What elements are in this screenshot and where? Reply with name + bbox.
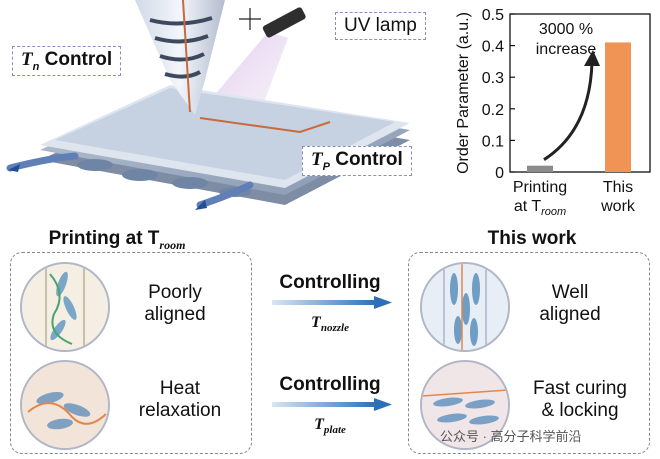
controlling-label-nozzle: Controlling xyxy=(279,272,381,293)
well-aligned-microstructure xyxy=(420,262,510,352)
y-tick-label: 0.1 xyxy=(482,133,504,150)
bar-printing-troom xyxy=(527,165,553,172)
increase-annotation: increase xyxy=(536,41,597,58)
y-tick-label: 0.2 xyxy=(482,102,504,119)
chart-frame xyxy=(509,13,651,173)
increase-arrow xyxy=(543,61,594,161)
fast-curing-text: Fast curing& locking xyxy=(533,378,627,421)
poorly-aligned-microstructure xyxy=(20,262,110,352)
order-parameter-bar-chart: 0 0.1 0.2 0.3 0.4 0.5 Order Parameter (a.u.) Pr… xyxy=(455,7,651,218)
left-panel xyxy=(10,252,252,454)
left-panel-title: Printing at Troom xyxy=(48,228,186,252)
plate-temperature-control-label: TP Control xyxy=(302,146,412,176)
wechat-watermark: 公众号 · 高分子科学前沿 xyxy=(440,429,582,444)
controlling-label-plate: Controlling xyxy=(279,374,381,395)
bar-this-work xyxy=(605,42,631,172)
plate-temperature-label: Tplate xyxy=(314,416,346,437)
increase-arrow-head xyxy=(584,50,600,66)
y-axis-label: Order Parameter (a.u.) xyxy=(455,12,472,174)
right-panel-title: This work xyxy=(487,228,577,249)
y-tick-label: 0 xyxy=(495,165,504,182)
nozzle-temperature-label: Tnozzle xyxy=(311,314,349,335)
nozzle-arrow-icon xyxy=(272,296,392,309)
uv-lamp-label: UV lamp xyxy=(335,12,426,40)
heat-relaxation-microstructure xyxy=(20,360,110,450)
x-category-label: work xyxy=(600,198,636,215)
y-tick-label: 0.3 xyxy=(482,70,504,87)
x-category-label: This xyxy=(603,179,633,196)
increase-annotation: 3000 % xyxy=(539,21,593,38)
y-tick-label: 0.4 xyxy=(482,39,504,56)
nozzle-temperature-control-label: Tn Control xyxy=(12,46,122,76)
x-category-label: at Troom xyxy=(514,198,566,218)
fast-curing-microstructure xyxy=(420,360,510,450)
y-tick-label: 0.5 xyxy=(482,7,504,24)
plate-arrow-icon xyxy=(272,398,392,411)
right-panel xyxy=(408,252,650,454)
x-category-label: Printing xyxy=(513,179,567,196)
